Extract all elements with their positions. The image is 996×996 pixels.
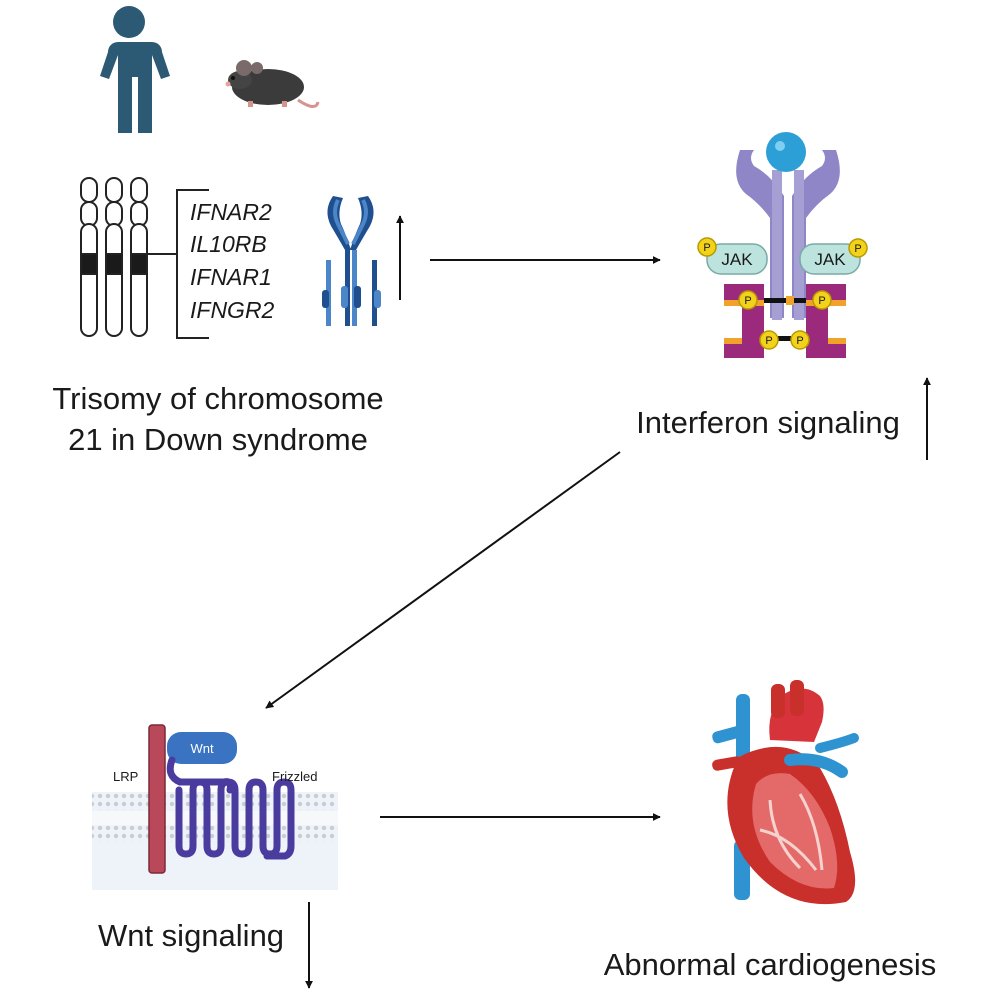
- svg-text:P: P: [703, 242, 710, 254]
- phospho-groups: [697, 237, 868, 350]
- gene-ifnar2: IFNAR2: [190, 199, 272, 225]
- frizzled-receptor: [166, 756, 295, 860]
- chromosome-2: [105, 177, 123, 337]
- chromosome-3: [130, 177, 148, 337]
- jak-left-label: JAK: [721, 250, 753, 269]
- cytokine-receptor-icon: [322, 196, 381, 326]
- jak-right: [799, 243, 861, 275]
- frizzled-label: Frizzled: [272, 769, 318, 784]
- label-abnormal-cardiogenesis: Abnormal cardiogenesis: [604, 947, 937, 982]
- caption-trisomy-line2: 21 in Down syndrome: [68, 422, 368, 457]
- phospho-labels: P P P P P P: [703, 242, 861, 347]
- wnt-ligand-label: Wnt: [190, 741, 214, 756]
- caption-trisomy-line1: Trisomy of chromosome: [52, 381, 383, 416]
- svg-text:P: P: [744, 295, 751, 307]
- gene-ifngr2: IFNGR2: [190, 297, 275, 323]
- arrow-to-wnt: [265, 451, 621, 709]
- jak-left: [706, 243, 768, 275]
- svg-text:P: P: [818, 295, 825, 307]
- lrp-label: LRP: [113, 769, 138, 784]
- label-wnt-signaling: Wnt signaling: [98, 918, 284, 953]
- gene-ifnar1: IFNAR1: [190, 264, 272, 290]
- chromosome-1: [80, 177, 98, 337]
- lrp-receptor: [148, 724, 166, 874]
- interferon-ligand-icon: [766, 132, 806, 172]
- interferon-receptor-icon: JAK JAK P P P P P P: [697, 132, 868, 358]
- gene-bracket: [147, 189, 209, 339]
- mouse-icon: [225, 60, 320, 108]
- gene-il10rb: IL10RB: [190, 231, 267, 257]
- label-interferon-signaling: Interferon signaling: [636, 405, 900, 440]
- jak-right-label: JAK: [814, 250, 846, 269]
- svg-text:P: P: [854, 243, 861, 255]
- heart-icon: [712, 680, 859, 905]
- svg-text:P: P: [796, 335, 803, 347]
- wnt-membrane-icon: LRP Wnt Frizzled: [92, 724, 338, 890]
- chromosome-trisomy-icon: [80, 177, 148, 337]
- wnt-ligand: [167, 732, 237, 764]
- human-figure-icon: [100, 6, 170, 133]
- svg-text:P: P: [765, 335, 772, 347]
- gene-list: IFNAR2 IL10RB IFNAR1 IFNGR2: [190, 199, 275, 323]
